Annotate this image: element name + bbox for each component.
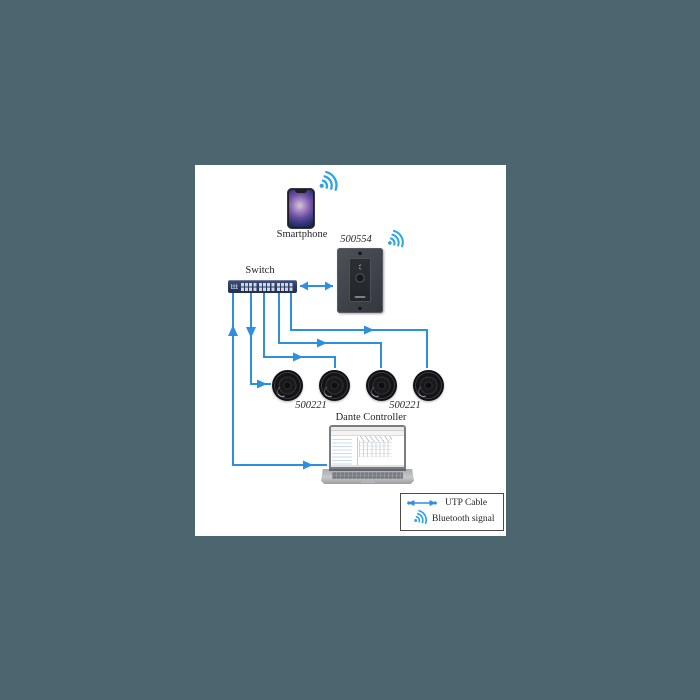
switch-port-group [241,282,257,291]
pairing-button [355,273,365,283]
legend-row-utp: UTP Cable [406,498,487,508]
wall-plate-500554 [337,248,383,313]
legend-utp-label: UTP Cable [445,498,488,508]
laptop-keyboard [332,471,403,479]
legend-box: UTP Cable Bluetooth signal [400,493,504,531]
smartphone-screen [289,190,313,227]
speaker-model-label-left: 500221 [295,400,327,411]
ceiling-speaker-2 [318,369,350,401]
bluetooth-signal-icon [315,170,339,195]
dante-channel-headers [359,436,392,442]
laptop-base [321,469,414,484]
switch-port-group [277,282,293,291]
dante-device-list [332,437,358,465]
dante-controller-label: Dante Controller [335,412,407,423]
screw-icon [358,306,362,310]
wall-plate-model-label: 500554 [340,234,372,245]
brand-logo [354,295,366,298]
smartphone-image [287,188,315,229]
screw-icon [358,251,362,255]
legend-bluetooth-label: Bluetooth signal [432,513,495,524]
dante-statusbar [331,465,404,467]
bluetooth-signal-icon [411,509,428,527]
smartphone-label: Smartphone [276,229,328,240]
laptop-touchpad [360,479,375,483]
dante-routing-grid [359,442,392,457]
utp-cable-symbol [407,499,437,507]
smartphone-notch [295,190,307,193]
ceiling-speaker-3 [365,369,397,401]
ceiling-speaker-1 [271,369,303,401]
laptop-hinge [329,469,406,471]
laptop-screen [329,425,406,469]
dante-menubar [331,427,404,431]
bluetooth-signal-icon [384,229,405,251]
legend-row-bluetooth: Bluetooth signal [406,509,495,527]
switch-port-group [259,282,275,291]
wall-plate-strip [349,258,371,302]
switch-label: Switch [245,265,275,276]
switch-leds [231,283,238,289]
dante-toolbar [331,431,404,436]
ceiling-speaker-4 [412,369,444,401]
network-switch [228,280,297,293]
speaker-model-label-right: 500221 [389,400,421,411]
bluetooth-logo-icon [358,264,362,270]
